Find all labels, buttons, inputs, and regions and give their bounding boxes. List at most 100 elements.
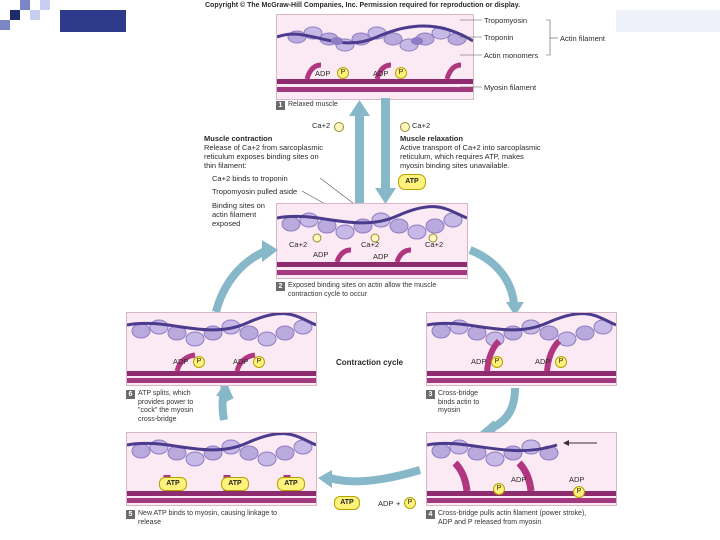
panel-new-atp-binds: ATP ATP ATP — [126, 432, 317, 506]
step-caption-text: Cross-bridge pulls actin filament (power… — [438, 510, 587, 526]
phosphate-icon: P — [404, 497, 416, 509]
tropomyosin-strand — [427, 313, 616, 332]
power-stroke-illustration — [427, 439, 616, 503]
label-myosin-filament: Myosin filament — [484, 83, 537, 92]
muscle-relaxation-title: Muscle relaxation — [400, 134, 463, 143]
tropomyosin-strand — [277, 24, 473, 45]
calcium-ions — [312, 233, 438, 243]
myosin-filament — [277, 247, 467, 275]
myosin-filament — [127, 352, 316, 383]
label-binding-sites-exposed: Binding sites on actin filament exposed — [212, 201, 265, 228]
muscle-contraction-text: Release of Ca+2 from sarcoplasmic reticu… — [204, 143, 324, 170]
contraction-cycle-label: Contraction cycle — [336, 358, 404, 367]
ca-label: Ca+2 — [289, 240, 308, 249]
step-caption-text: ATP splits, which provides power to "coc… — [138, 390, 194, 423]
adp-label: ADP — [535, 357, 551, 366]
step-number: 2 — [276, 282, 285, 291]
phosphate-icon: P — [395, 67, 407, 79]
corner-square — [0, 20, 10, 30]
adp-label: ADP — [373, 69, 389, 78]
panel1-leader-lines — [460, 19, 558, 88]
atp-release-illustration — [127, 433, 316, 503]
step-number: 1 — [276, 101, 285, 110]
panel-relaxed-muscle: ADP ADP P P — [276, 14, 474, 100]
adp-label: ADP — [373, 252, 389, 261]
ca-label-contraction: Ca+2 — [312, 121, 331, 130]
phosphate-icon: P — [573, 486, 585, 498]
atp-burst-icon: ATP — [221, 477, 249, 491]
atp-burst-icon: ATP — [398, 174, 426, 190]
atp-burst-icon: ATP — [277, 477, 305, 491]
cocked-myosin-illustration — [127, 313, 316, 383]
tropomyosin-strand — [277, 205, 467, 225]
step-number: 6 — [126, 390, 135, 399]
adp-label: ADP — [378, 499, 394, 508]
copyright-notice: Copyright © The McGraw-Hill Companies, I… — [205, 2, 521, 9]
actin-filament — [131, 319, 313, 347]
adp-label: ADP — [313, 250, 329, 259]
atp-burst-icon: ATP — [334, 496, 360, 510]
label-tropomyosin: Tropomyosin — [484, 16, 528, 25]
muscle-contraction-title: Muscle contraction — [204, 134, 273, 143]
phosphate-icon: P — [493, 483, 505, 495]
exposed-filament-illustration — [277, 205, 467, 275]
label-ca-binds-troponin: Ca+2 binds to troponin — [212, 174, 288, 183]
myosin-filament — [277, 62, 473, 92]
panel-atp-splits: ADP P ADP P — [126, 312, 317, 386]
movement-arrowhead — [563, 440, 569, 446]
troponin-complexes — [331, 37, 423, 45]
label-troponin: Troponin — [484, 33, 514, 42]
tropomyosin-strand — [127, 313, 316, 332]
plus-sign: + — [396, 499, 401, 508]
step-number: 5 — [126, 510, 135, 519]
adp-label: ADP — [471, 357, 487, 366]
cross-bridge-binding-illustration — [427, 313, 616, 383]
contraction-relaxation-arrows — [349, 98, 396, 206]
slide-corner-squares — [0, 0, 130, 45]
adp-label: ADP — [173, 357, 189, 366]
ca-label: Ca+2 — [361, 240, 380, 249]
label-actin-monomers: Actin monomers — [484, 51, 539, 60]
calcium-ion-icon — [400, 122, 410, 132]
myosin-filament — [427, 460, 616, 503]
step-caption-text: Cross-bridge binds actin to myosin — [438, 390, 480, 414]
phosphate-icon: P — [555, 356, 567, 368]
phosphate-icon: P — [193, 356, 205, 368]
atp-burst-icon: ATP — [159, 477, 187, 491]
label-actin-filament: Actin filament — [560, 34, 606, 43]
actin-filament — [431, 319, 613, 347]
panel-power-stroke: ADP ADP P P — [426, 432, 617, 506]
myosin-filament — [427, 338, 616, 383]
corner-square — [20, 0, 30, 10]
phosphate-icon: P — [491, 356, 503, 368]
phosphate-icon: P — [253, 356, 265, 368]
tropomyosin-strand — [427, 441, 558, 453]
adp-label: ADP — [569, 475, 585, 484]
corner-square — [40, 0, 50, 10]
corner-bar — [60, 10, 126, 32]
ca-label-relaxation: Ca+2 — [412, 121, 431, 130]
calcium-ion-icon — [334, 122, 344, 132]
relaxed-filament-illustration — [277, 24, 473, 92]
phosphate-icon: P — [337, 67, 349, 79]
step-caption-text: Relaxed muscle — [288, 101, 338, 108]
tropomyosin-strand — [127, 433, 316, 452]
corner-square — [10, 10, 20, 20]
step-number: 3 — [426, 390, 435, 399]
panel-exposed-binding-sites: Ca+2 Ca+2 Ca+2 ADP ADP — [276, 203, 468, 279]
corner-bar-right — [616, 10, 720, 32]
step-caption-text: New ATP binds to myosin, causing linkage… — [138, 510, 278, 526]
muscle-relaxation-text: Active transport of Ca+2 into sarcoplasm… — [400, 143, 541, 170]
step-number: 4 — [426, 510, 435, 519]
adp-label: ADP — [233, 357, 249, 366]
step-caption-text: Exposed binding sites on actin allow the… — [288, 282, 437, 298]
corner-square — [30, 10, 40, 20]
adp-label: ADP — [315, 69, 331, 78]
adp-label: ADP — [511, 475, 527, 484]
